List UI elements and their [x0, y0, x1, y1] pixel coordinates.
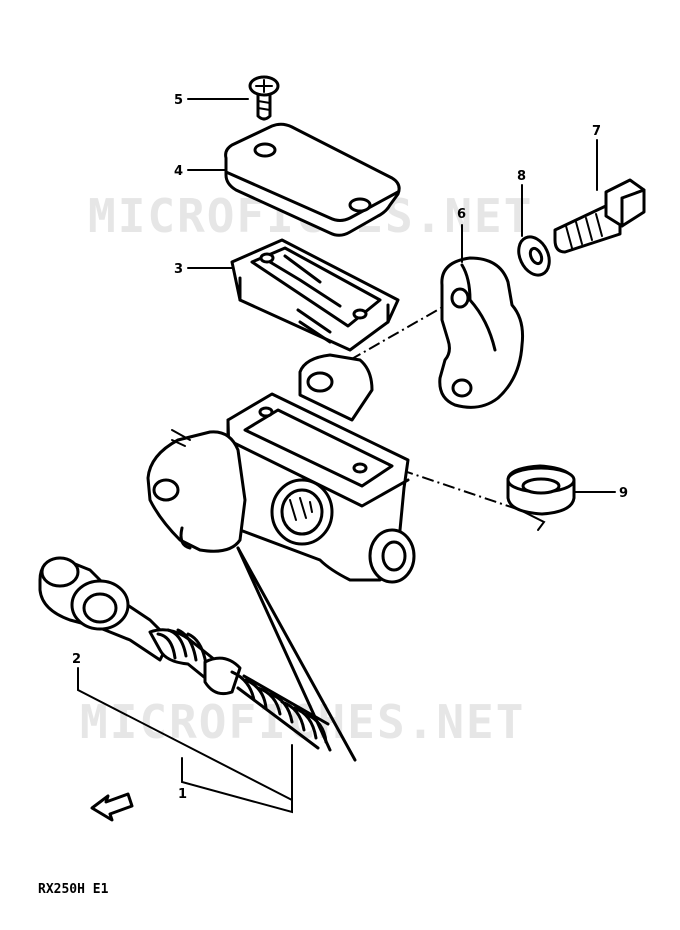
- bracket-part-2: [77, 667, 293, 801]
- callout-1: 1: [178, 787, 187, 802]
- callout-2: 2: [72, 652, 81, 667]
- part-8-washer[interactable]: [513, 232, 555, 280]
- callout-5: 5: [174, 93, 183, 108]
- part-5-screw[interactable]: [248, 75, 280, 121]
- part-3-diaphragm[interactable]: [230, 238, 400, 352]
- master-cylinder-body: [146, 353, 416, 584]
- part-4-reservoir-cap[interactable]: [224, 122, 401, 237]
- bracket-part-1: [181, 744, 293, 814]
- front-arrow-icon: [90, 792, 134, 822]
- assembly-line-clamp: [349, 299, 456, 361]
- callout-9: 9: [619, 486, 628, 501]
- callout-6: 6: [457, 207, 466, 222]
- callout-3: 3: [174, 262, 183, 277]
- part-6-clamp[interactable]: [438, 256, 524, 409]
- part-7-bolt[interactable]: [553, 178, 646, 254]
- part-1-piston-set[interactable]: [38, 556, 330, 750]
- assembly-line-end: [519, 509, 546, 531]
- assembly-line-cup: [317, 441, 521, 511]
- leader-body-piston-a: [236, 546, 357, 762]
- callout-4: 4: [174, 164, 183, 179]
- part-9-dust-cover[interactable]: [506, 464, 576, 516]
- callout-8: 8: [517, 169, 526, 184]
- callout-7: 7: [592, 124, 601, 139]
- model-code: RX250H E1: [38, 882, 109, 897]
